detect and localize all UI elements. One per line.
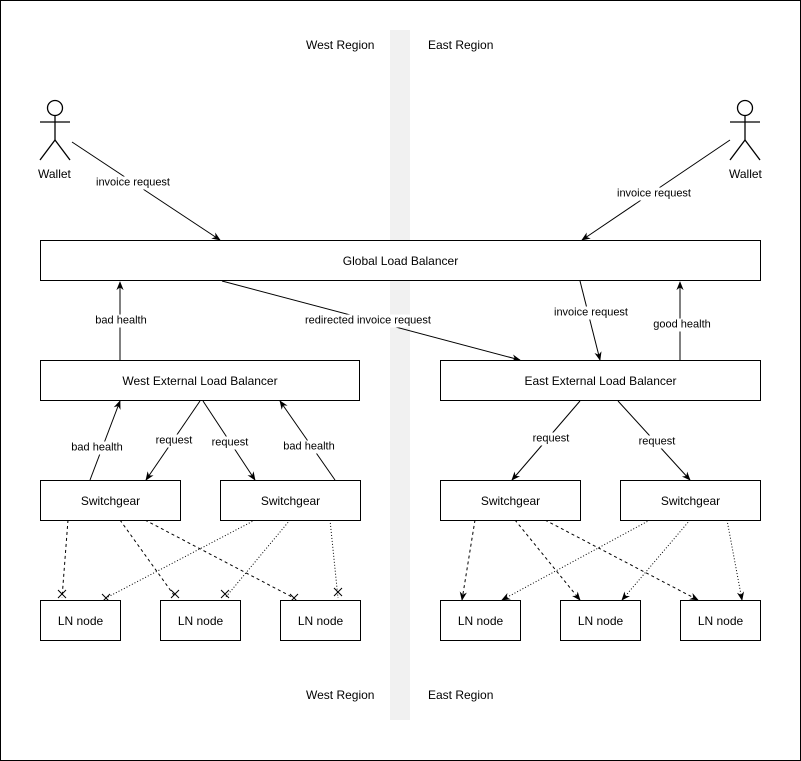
east-sg1-ln3-link xyxy=(544,519,699,601)
east-invoice-request-to-ext-arrow xyxy=(579,280,602,361)
east-sg2-ln2-link xyxy=(621,519,691,601)
east-wallet-actor-icon xyxy=(729,99,761,161)
ln-node-label: LN node xyxy=(697,613,744,628)
switchgear-east-2: Switchgear xyxy=(620,480,761,521)
east-invoice-request-to-ext-label: invoice request xyxy=(553,306,629,320)
west-sg1-ln1-link xyxy=(61,519,69,599)
west-bad-health-label: bad health xyxy=(94,314,148,328)
switchgear-west-1: Switchgear xyxy=(40,480,181,521)
ln-node-label: LN node xyxy=(577,613,624,628)
switchgear-west-2: Switchgear xyxy=(220,480,361,521)
west-external-load-balancer: West External Load Balancer xyxy=(40,360,360,401)
west-bad-health-1-label: bad health xyxy=(70,441,124,455)
west-region-label-bottom: West Region xyxy=(306,688,375,702)
switchgear-east-1: Switchgear xyxy=(440,480,581,521)
east-request-2-label: request xyxy=(637,435,677,449)
link-failure-markers xyxy=(57,587,343,603)
ln-node-east-1: LN node xyxy=(440,600,521,641)
ln-node-label: LN node xyxy=(177,613,224,628)
east-invoice-request-label: invoice request xyxy=(616,187,692,201)
east-sg2-ln1-link xyxy=(501,519,651,601)
east-sg1-ln1-link xyxy=(459,519,476,601)
west-region-label-top: West Region xyxy=(306,38,375,52)
switchgear-label: Switchgear xyxy=(260,493,321,508)
west-sg2-ln3-link xyxy=(329,519,339,599)
switchgear-label: Switchgear xyxy=(480,493,541,508)
global-load-balancer-label: Global Load Balancer xyxy=(342,253,459,268)
ln-node-east-2: LN node xyxy=(560,600,641,641)
west-sg1-ln2-link xyxy=(119,519,177,599)
east-good-health-label: good health xyxy=(652,318,712,332)
west-bad-health-1-arrow xyxy=(89,400,121,481)
region-divider xyxy=(390,30,410,720)
west-sg2-ln2-link xyxy=(224,519,291,599)
east-request-1-label: request xyxy=(531,432,571,446)
east-external-load-balancer: East External Load Balancer xyxy=(440,360,761,401)
west-bad-health-2-label: bad health xyxy=(282,440,336,454)
ln-node-west-3: LN node xyxy=(280,600,361,641)
redirected-invoice-request-label: redirected invoice request xyxy=(304,314,432,328)
west-request-2-label: request xyxy=(210,436,250,450)
west-wallet-actor-icon xyxy=(39,99,71,161)
east-sg1-ln2-link xyxy=(514,519,581,601)
ln-node-label: LN node xyxy=(57,613,104,628)
switchgear-label: Switchgear xyxy=(80,493,141,508)
west-invoice-request-arrow xyxy=(71,141,221,241)
ln-node-label: LN node xyxy=(297,613,344,628)
ln-node-west-1: LN node xyxy=(40,600,121,641)
ln-node-label: LN node xyxy=(457,613,504,628)
east-external-load-balancer-label: East External Load Balancer xyxy=(524,373,677,388)
east-region-label-top: East Region xyxy=(428,38,494,52)
east-sg2-ln3-link xyxy=(726,519,745,601)
west-wallet-label: Wallet xyxy=(38,167,71,181)
global-load-balancer: Global Load Balancer xyxy=(40,240,761,281)
west-sg2-ln1-link xyxy=(105,519,256,599)
ln-node-east-3: LN node xyxy=(680,600,761,641)
east-wallet-label: Wallet xyxy=(729,167,762,181)
ln-node-west-2: LN node xyxy=(160,600,241,641)
west-invoice-request-label: invoice request xyxy=(95,176,171,190)
east-region-label-bottom: East Region xyxy=(428,688,494,702)
west-request-1-label: request xyxy=(154,434,194,448)
switchgear-label: Switchgear xyxy=(660,493,721,508)
west-sg1-ln3-link xyxy=(144,519,295,599)
west-external-load-balancer-label: West External Load Balancer xyxy=(122,373,278,388)
